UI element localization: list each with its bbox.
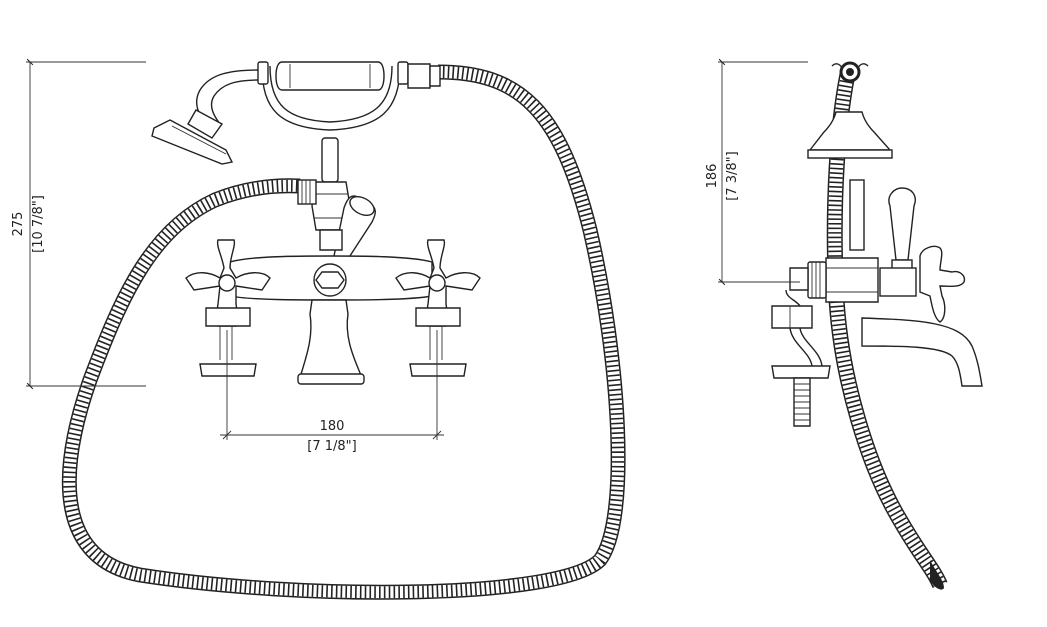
- height-side-mm: 186: [705, 164, 720, 189]
- diverter: [297, 137, 376, 263]
- height-side-inch: [7 3/8"]: [725, 151, 740, 200]
- handset: [151, 61, 441, 165]
- dimension-height-front: 275 [10 7/8"]: [11, 58, 146, 390]
- spacing-mm: 180: [320, 419, 345, 434]
- front-view: 275 [10 7/8"] 180 [7 1/8"]: [11, 58, 626, 600]
- mixer-body: [229, 255, 433, 385]
- height-front-inch: [10 7/8"]: [31, 195, 46, 253]
- side-mixer-body: [771, 179, 983, 427]
- front-hose: [61, 64, 626, 600]
- left-cross-handle: [185, 239, 271, 377]
- dimension-spacing: 180 [7 1/8"]: [220, 330, 444, 454]
- side-shower-head: [807, 111, 893, 159]
- height-front-mm: 275: [11, 212, 26, 237]
- side-view: 186 [7 3/8"]: [705, 58, 983, 590]
- dimension-height-side: 186 [7 3/8"]: [705, 58, 808, 286]
- spacing-inch: [7 1/8"]: [307, 439, 356, 454]
- right-cross-handle: [395, 239, 481, 377]
